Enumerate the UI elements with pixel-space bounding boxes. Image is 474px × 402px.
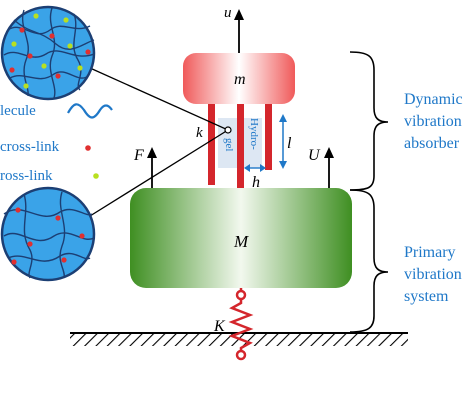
primary-line-1: Primary xyxy=(404,244,456,261)
length-dimension xyxy=(279,114,287,169)
primary-mass-label: M xyxy=(233,232,249,251)
u-label: u xyxy=(224,5,232,21)
hydrogel-label-2: gel xyxy=(223,138,235,151)
network-circle-top xyxy=(0,5,96,101)
legend-crosslink-green-label: ross-link xyxy=(0,168,53,184)
stiffness-label: k xyxy=(196,125,203,141)
spring-label: K xyxy=(213,318,226,335)
dva-line-1: Dynamic xyxy=(404,91,463,108)
pivot-point xyxy=(224,126,232,134)
legend-green-dot-icon xyxy=(93,173,99,179)
rod-right xyxy=(265,104,272,170)
legend-molecule-label: lecule xyxy=(0,103,36,119)
connector-lines xyxy=(89,67,229,217)
hydrogel-label-1: Hydro- xyxy=(248,118,260,150)
legend-crosslink-red-label: cross-link xyxy=(0,139,60,155)
displacement-U-arrow xyxy=(324,147,334,188)
dva-line-3: absorber xyxy=(404,135,460,152)
force-arrow xyxy=(147,147,157,188)
legend-red-dot-icon xyxy=(85,145,91,151)
legend-molecule-icon xyxy=(67,103,113,119)
primary-line-3: system xyxy=(404,288,449,305)
rod-left xyxy=(208,104,215,185)
rod-center xyxy=(237,104,244,188)
legend: lecule cross-link ross-link xyxy=(0,103,113,184)
bracket-dva xyxy=(349,51,389,191)
gap-label: h xyxy=(252,174,260,191)
absorber-mass-label: m xyxy=(234,71,246,88)
gap-dimension xyxy=(244,164,266,172)
primary-line-2: vibration xyxy=(404,266,462,283)
length-label: l xyxy=(287,135,292,152)
displacement-U-label: U xyxy=(308,147,321,164)
u-arrow xyxy=(234,9,244,53)
primary-mass xyxy=(130,188,352,288)
force-label: F xyxy=(133,147,144,164)
dva-line-2: vibration xyxy=(404,113,462,130)
bracket-primary xyxy=(349,189,389,333)
spring-K xyxy=(228,288,254,361)
network-circle-bottom xyxy=(0,186,96,282)
absorber-mass xyxy=(183,53,295,104)
